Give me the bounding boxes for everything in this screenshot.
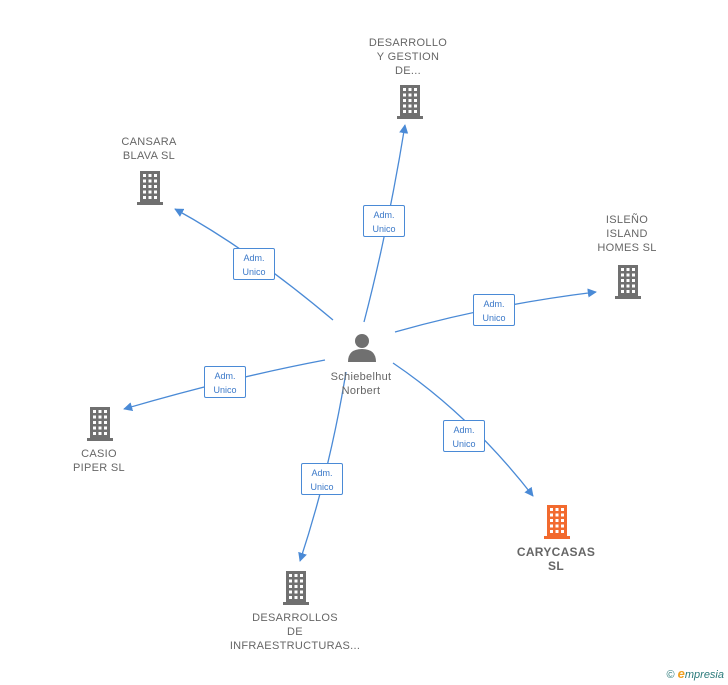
company-label-line: DESARROLLOS: [252, 612, 338, 624]
brand-name: mpresia: [684, 669, 724, 681]
role-badge-casio-piper[interactable]: Adm. Unico: [204, 366, 246, 398]
company-label-line: ISLEÑO: [605, 214, 649, 226]
company-label-line: CARYCASAS: [516, 545, 596, 559]
company-label-line: PIPER SL: [73, 462, 125, 474]
brand-initial: e: [677, 666, 685, 681]
person-name-line: Norbert: [341, 385, 381, 397]
role-badge-carycasas[interactable]: Adm. Unico: [443, 420, 485, 452]
building-icon-carycasas[interactable]: [544, 505, 570, 539]
role-badge-line: Adm.: [214, 371, 236, 381]
role-badge-line: Unico: [482, 313, 506, 323]
building-icon-isleno-island[interactable]: [615, 265, 641, 299]
role-badge-line: Unico: [213, 385, 237, 395]
role-badge-line: Adm.: [311, 468, 333, 478]
company-label-line: BLAVA SL: [122, 150, 176, 162]
company-label-line: ISLAND: [606, 228, 648, 240]
footer-brand: © empresia: [666, 666, 724, 681]
role-badge-line: Unico: [372, 224, 396, 234]
company-label-line: SL: [548, 559, 564, 573]
company-label-line: CANSARA: [121, 136, 177, 148]
role-badge-isleno-island[interactable]: Adm. Unico: [473, 294, 515, 326]
company-label-desarrollo-gestion[interactable]: DESARROLLO Y GESTION DE...: [369, 36, 447, 78]
role-badge-line: Unico: [452, 439, 476, 449]
role-badge-line: Adm.: [243, 253, 265, 263]
building-icon-casio-piper[interactable]: [87, 407, 113, 441]
company-label-line: Y GESTION: [376, 51, 440, 63]
company-label-line: HOMES SL: [597, 242, 657, 254]
company-label-casio-piper[interactable]: CASIO PIPER SL: [73, 447, 125, 475]
company-label-line: DE...: [395, 65, 421, 77]
company-label-line: DESARROLLO: [368, 37, 448, 49]
building-icon-desarrollos-infra[interactable]: [283, 571, 309, 605]
company-label-isleno-island[interactable]: ISLEÑO ISLAND HOMES SL: [597, 213, 656, 255]
company-label-line: CASIO: [81, 448, 117, 460]
role-badge-line: Adm.: [483, 299, 505, 309]
company-label-line: DE: [287, 626, 303, 638]
role-badge-line: Unico: [310, 482, 334, 492]
person-name-line: Schiebelhut: [330, 371, 392, 383]
copyright-symbol: ©: [666, 669, 675, 681]
role-badge-line: Unico: [242, 267, 266, 277]
person-icon[interactable]: [348, 334, 376, 362]
role-badge-desarrollo-gestion[interactable]: Adm. Unico: [363, 205, 405, 237]
role-badge-line: Adm.: [453, 425, 475, 435]
building-icon-desarrollo-gestion[interactable]: [397, 85, 423, 119]
company-label-desarrollos-infra[interactable]: DESARROLLOS DE INFRAESTRUCTURAS...: [230, 611, 360, 653]
role-badge-cansara-blava[interactable]: Adm. Unico: [233, 248, 275, 280]
building-icon-cansara-blava[interactable]: [137, 171, 163, 205]
company-label-cansara-blava[interactable]: CANSARA BLAVA SL: [121, 135, 176, 163]
company-label-line: INFRAESTRUCTURAS...: [229, 640, 361, 652]
role-badge-line: Adm.: [373, 210, 395, 220]
role-badge-desarrollos-infra[interactable]: Adm. Unico: [301, 463, 343, 495]
